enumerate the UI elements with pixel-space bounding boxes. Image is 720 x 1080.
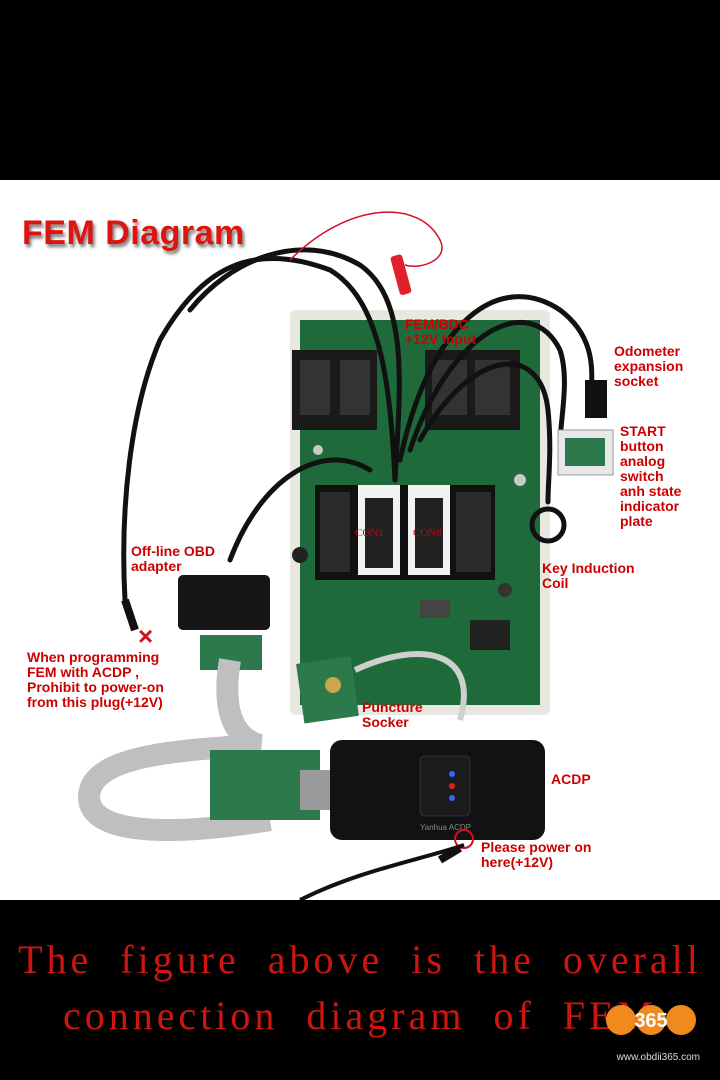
offline-obd-adapter (178, 575, 270, 670)
con8-label: CON8 (413, 527, 442, 539)
power-label: Please power on here(+12V) (481, 839, 592, 870)
top-connectors (292, 350, 520, 430)
con1-label: CON1 (355, 527, 384, 539)
power-cable (299, 843, 465, 900)
warning-label: When programming FEM with ACDP , Prohibi… (27, 649, 164, 710)
start-button-label: START button analog switch anh state ind… (620, 423, 682, 529)
power-wire-red (289, 211, 443, 267)
red-clip (390, 254, 412, 295)
prohibit-mark: × (138, 621, 153, 651)
watermark-url: www.obdii365.com (616, 1052, 700, 1063)
fem-connection-illustration: CON1 CON8 × (78, 211, 614, 900)
start-button-plate (557, 429, 614, 476)
middle-connectors (315, 485, 495, 580)
wire-harness (121, 247, 595, 603)
key-coil-label: Key Induction Coil (542, 560, 635, 591)
odometer-socket (585, 380, 607, 418)
acdp-device: Yanhua ACDP (330, 740, 545, 849)
diagram-title: FEM Diagram (22, 214, 245, 252)
offline-obd-label: Off-line OBD adapter (131, 543, 215, 574)
caption-area: The figure above is the overall connecti… (0, 900, 720, 1080)
caption-line-1: The figure above is the overall (18, 937, 702, 982)
svg-text:365: 365 (634, 1010, 667, 1032)
acdp-label: ACDP (551, 771, 591, 787)
fem-bdc-input-label: FEM/BDC +12V Input (405, 316, 477, 347)
caption-line-2: connection diagram of FEM (62, 993, 658, 1038)
odometer-socket-label: Odometer expansion socket (614, 343, 684, 389)
obdii365-logo: 365 (606, 1005, 696, 1035)
key-induction-coil (529, 506, 567, 544)
diagram-panel: CON1 CON8 × (0, 180, 720, 900)
svg-text:Yanhua ACDP: Yanhua ACDP (420, 823, 471, 832)
ribbon-cable (78, 658, 272, 841)
puncture-socket-label: Puncture Socker (362, 699, 423, 730)
